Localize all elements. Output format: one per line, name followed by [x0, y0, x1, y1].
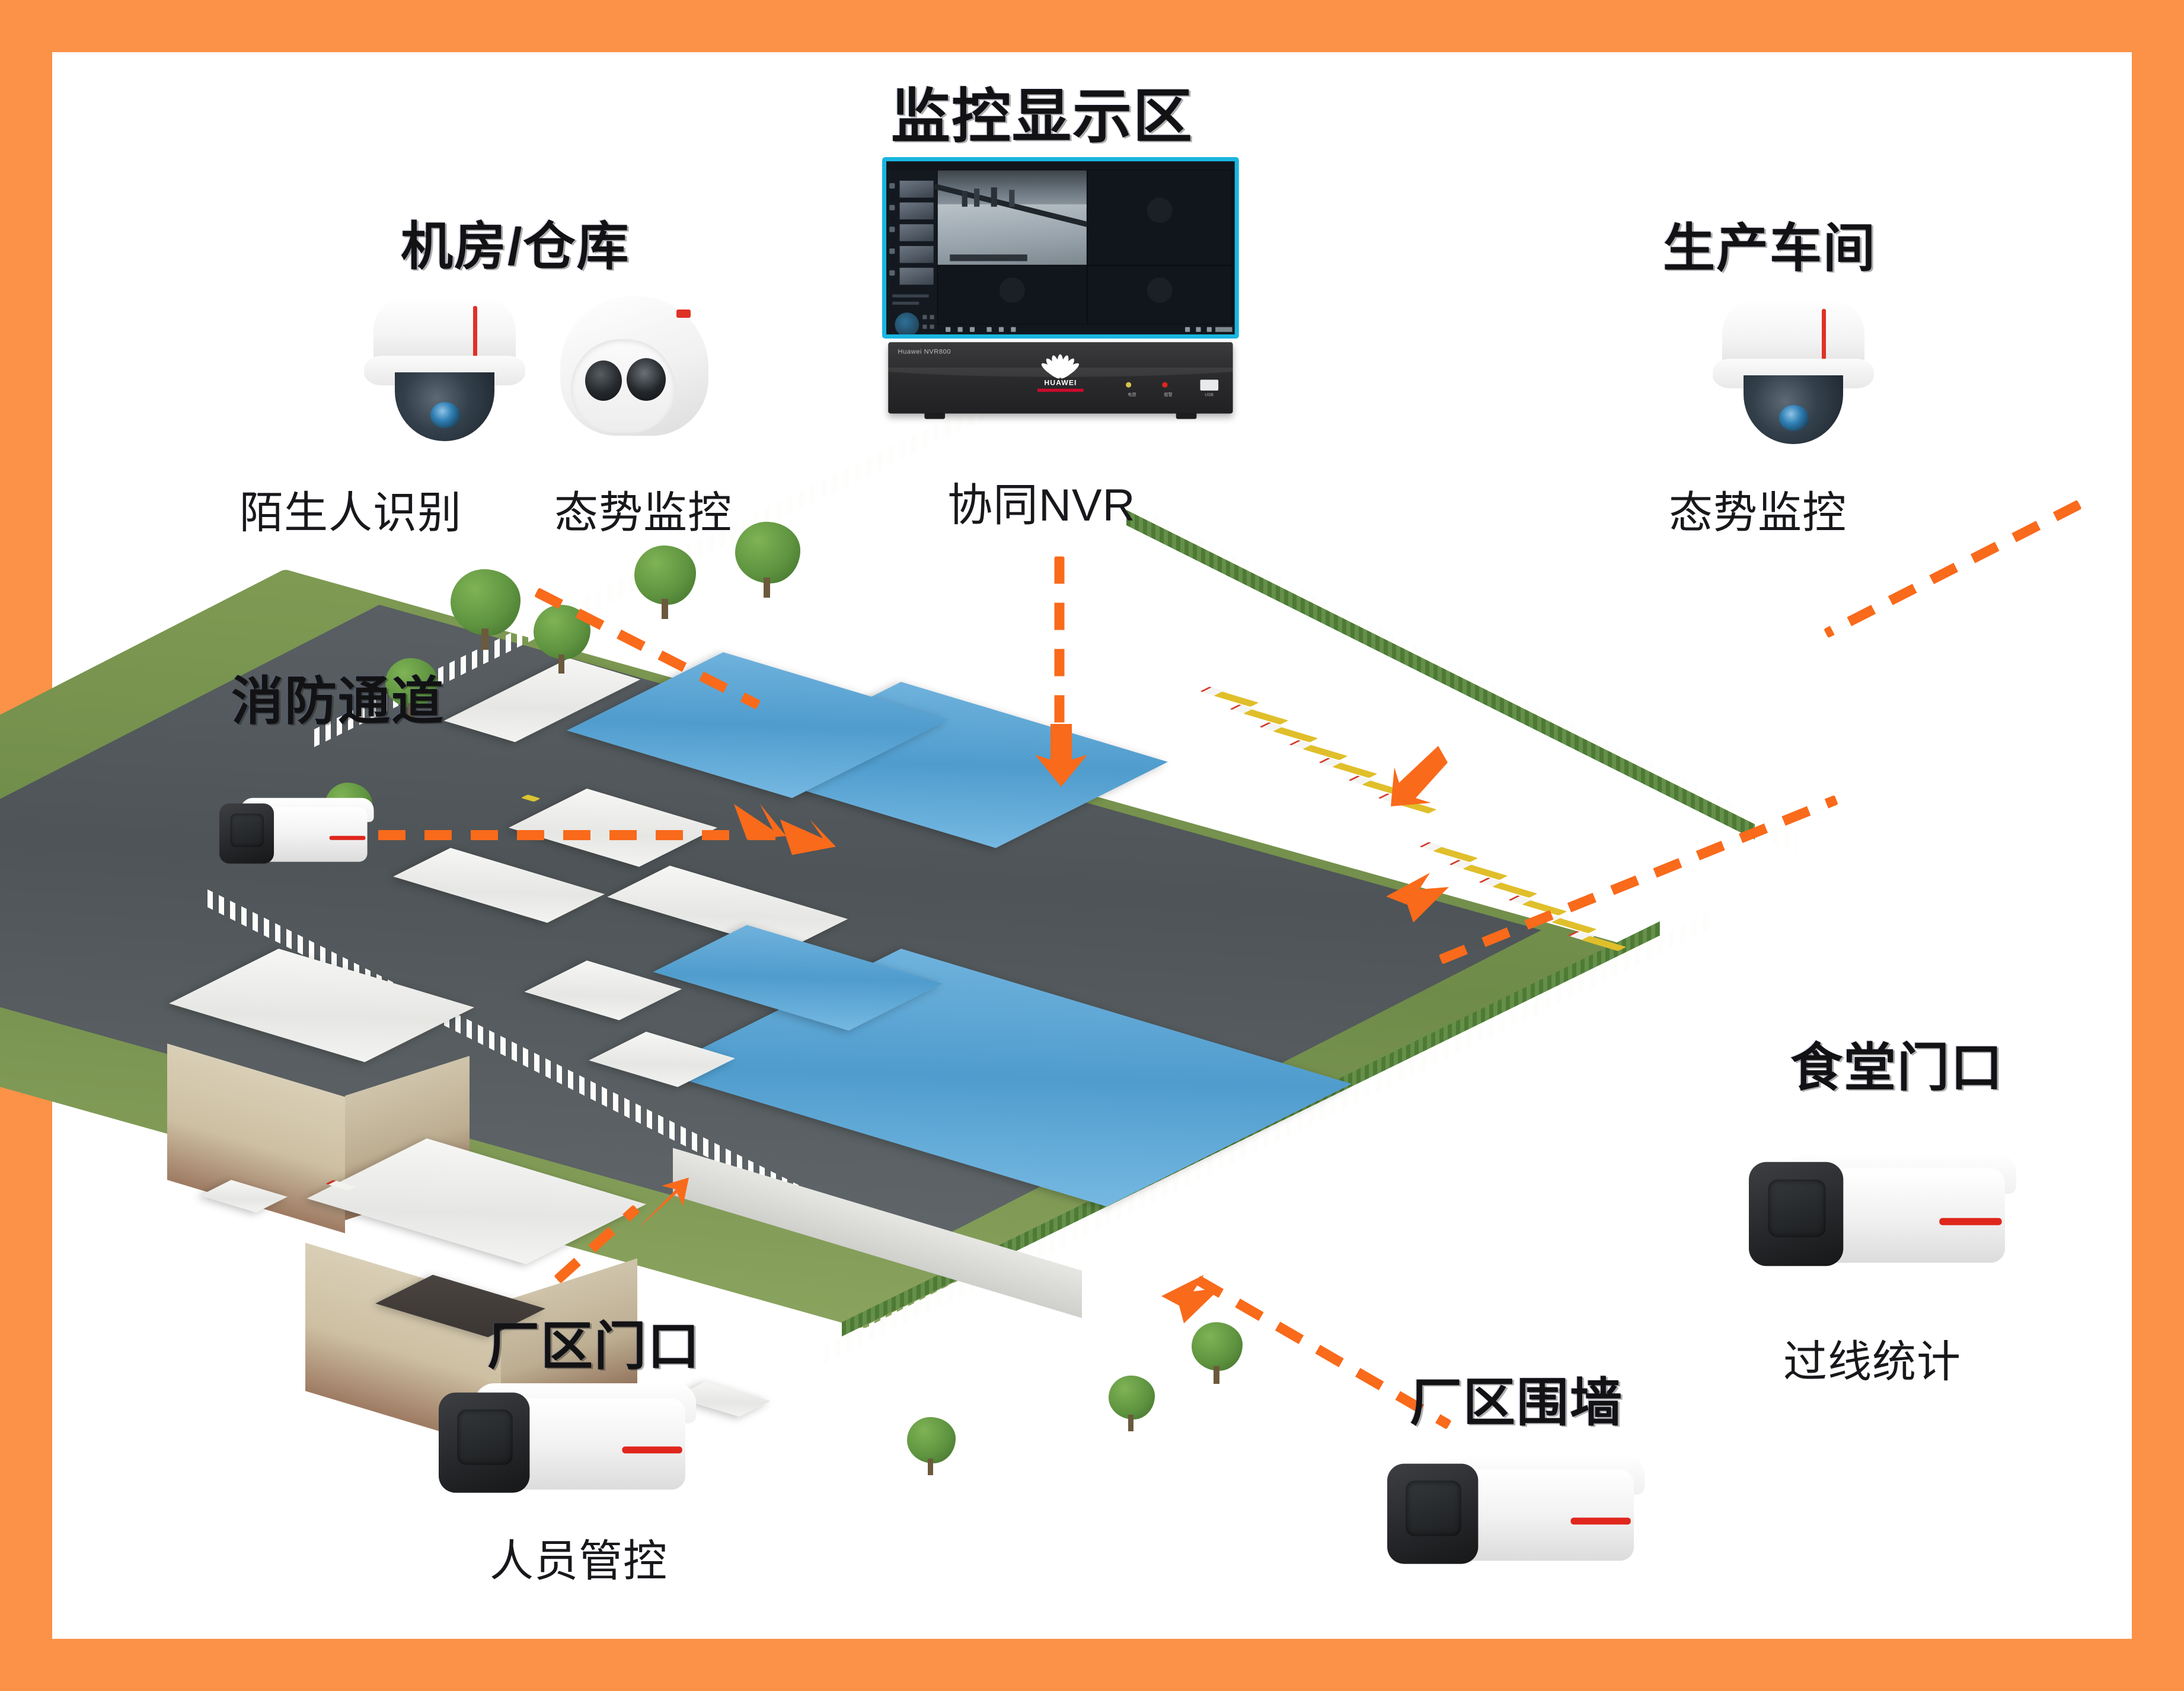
arrow-head-factory-gate — [638, 1178, 689, 1229]
arrow-head-fire-lane — [780, 819, 836, 855]
huawei-petals-icon — [1039, 353, 1081, 380]
nvr-alarm-led-label: 报警 — [1164, 393, 1173, 397]
caption-situation-monitoring-right: 态势监控 — [1669, 488, 1847, 537]
huawei-brand-bar — [1037, 388, 1084, 392]
dome-red-indicator — [473, 306, 477, 360]
caption-stranger-recognition: 陌生人识别 — [240, 488, 462, 537]
caption-line-crossing-statistics: 过线统计 — [1783, 1337, 1961, 1386]
huawei-logo: HUAWEI — [1037, 353, 1084, 392]
dome-red-indicator — [1822, 309, 1826, 363]
frame-right-border — [2132, 0, 2184, 1691]
dome-lens — [1779, 405, 1809, 431]
bullet-lens — [1406, 1481, 1461, 1536]
monitor-bezel — [882, 157, 1239, 339]
nvr-model-label: Huawei NVR800 — [898, 348, 951, 356]
caption-personnel-control: 人员管控 — [490, 1536, 668, 1585]
heading-factory-wall: 厂区围墙 — [1410, 1373, 1624, 1432]
bullet-red-indicator — [622, 1446, 682, 1454]
heading-server-room-warehouse: 机房/仓库 — [401, 217, 630, 276]
heading-production-workshop: 生产车间 — [1663, 219, 1877, 277]
nvr-usb-label: USB — [1205, 393, 1214, 397]
heading-canteen-entrance: 食堂门口 — [1790, 1038, 2004, 1097]
video-pane-1[interactable] — [934, 170, 1112, 266]
nvr-foot-right — [1176, 413, 1197, 419]
bullet-red-indicator — [1939, 1218, 2002, 1226]
video-pane-3[interactable] — [937, 265, 1087, 325]
nvr-alarm-led — [1162, 382, 1168, 388]
dome-housing — [1722, 299, 1864, 369]
arrow-head-workshop — [1391, 746, 1448, 806]
dome-housing — [373, 296, 516, 366]
bullet-lens — [457, 1409, 513, 1465]
monitor-taskbar[interactable] — [937, 324, 1235, 334]
arrow-head-canteen — [1386, 873, 1449, 923]
nvr-foot-left — [924, 413, 946, 419]
nvr-usb-port[interactable] — [1200, 379, 1219, 391]
monitor-screen[interactable] — [886, 161, 1235, 334]
nvr-power-led — [1126, 382, 1132, 388]
turret-ir-lens — [585, 360, 622, 401]
frame-bottom-border — [0, 1639, 2184, 1691]
caption-collaborative-nvr: 协同NVR — [947, 480, 1136, 531]
bullet-red-indicator — [1570, 1517, 1631, 1525]
turret-red-indicator — [676, 310, 691, 318]
heading-monitor-area: 监控显示区 — [891, 84, 1193, 150]
frame-top-border — [0, 0, 2184, 52]
video-pane-4[interactable] — [1087, 265, 1233, 325]
caption-situation-monitoring-left: 态势监控 — [554, 488, 732, 537]
bullet-red-indicator — [329, 835, 366, 840]
bullet-lens — [1768, 1179, 1826, 1237]
turret-main-lens — [627, 358, 666, 401]
nvr-chassis[interactable]: Huawei NVR800 HUAWEI 电源 报警 USB — [888, 342, 1233, 419]
huawei-brand-text: HUAWEI — [1044, 378, 1077, 387]
video-timestamp — [949, 254, 1027, 261]
arrow-head-nvr — [1035, 724, 1087, 787]
connector-fire-lane — [332, 830, 806, 840]
arrow-head-factory-wall — [1161, 1275, 1221, 1323]
monitor-title-bar — [886, 161, 1235, 170]
heading-factory-gate: 厂区门口 — [487, 1317, 701, 1376]
monitor-channel-sidebar[interactable] — [886, 170, 937, 334]
dome-lens — [430, 402, 460, 428]
nvr-power-led-label: 电源 — [1128, 393, 1136, 397]
video-pane-2[interactable] — [1087, 170, 1233, 266]
bullet-lens — [230, 813, 264, 847]
heading-fire-lane: 消防通道 — [231, 672, 445, 730]
